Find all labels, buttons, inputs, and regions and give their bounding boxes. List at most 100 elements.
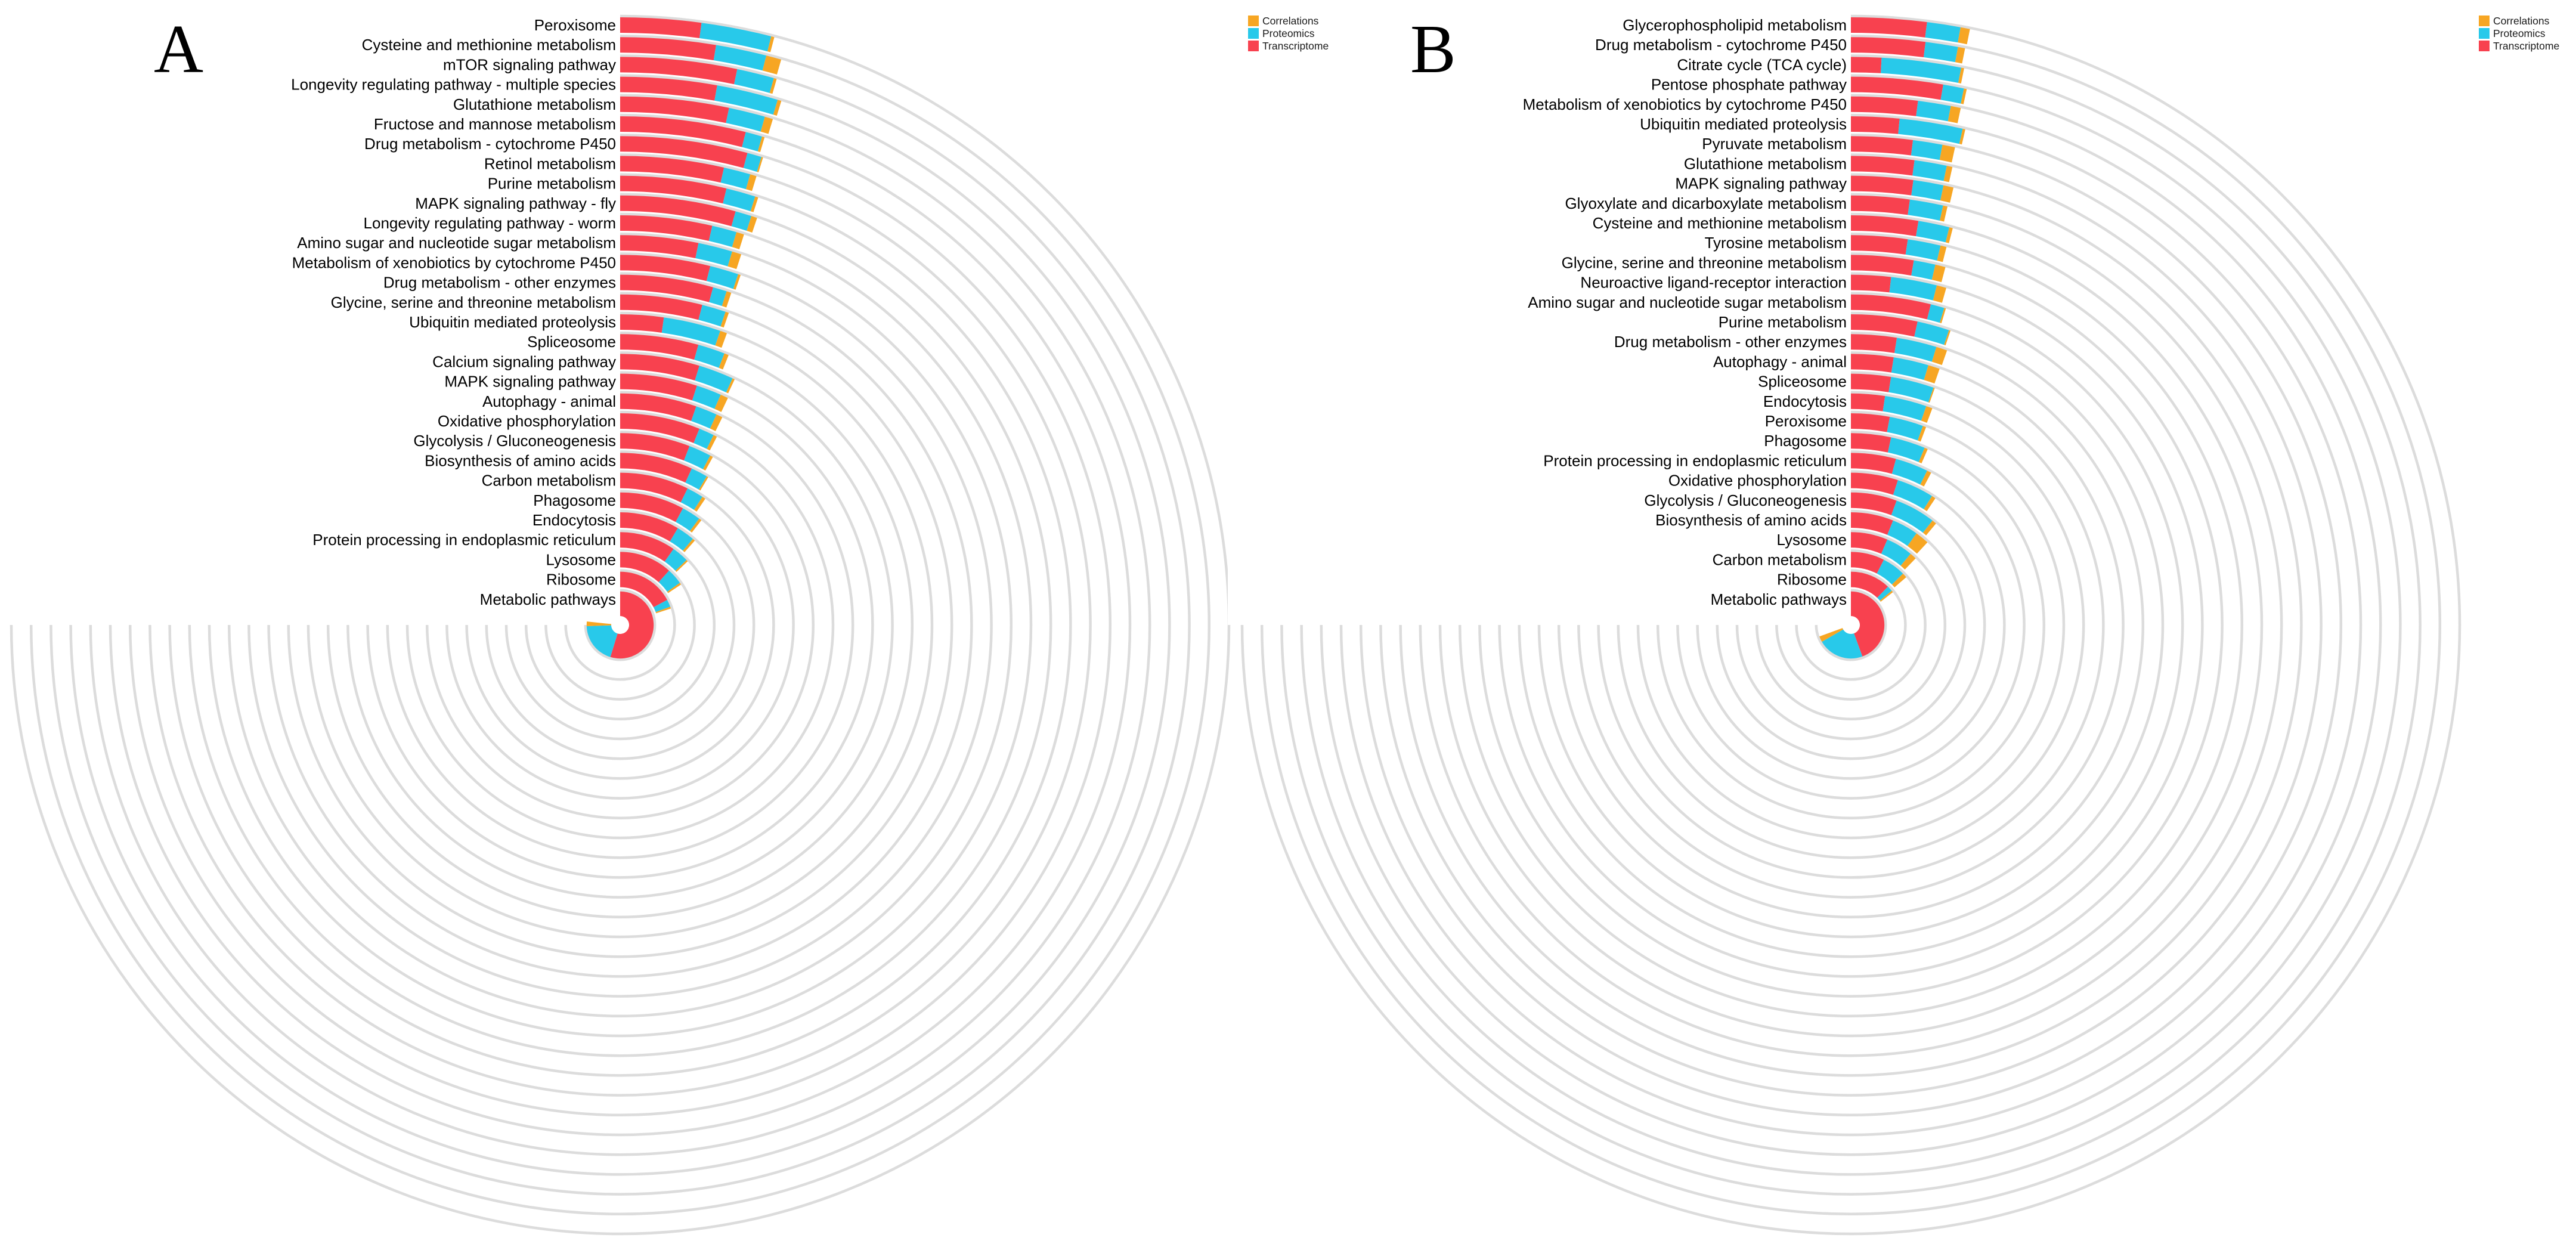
category-label: Drug metabolism - cytochrome P450 bbox=[1595, 36, 1847, 54]
category-label: Peroxisome bbox=[1765, 412, 1847, 430]
arc-correlations bbox=[710, 414, 723, 432]
legend-swatch-icon bbox=[1248, 16, 1259, 26]
arc-correlations bbox=[1924, 496, 1936, 512]
arc-correlations bbox=[1891, 573, 1906, 587]
legend-swatch-icon bbox=[2479, 28, 2490, 39]
arc-proteomics bbox=[1888, 377, 1934, 403]
arc-transcriptome bbox=[620, 76, 717, 101]
arc-proteomics bbox=[1940, 84, 1964, 104]
arc-correlations bbox=[1939, 144, 1955, 163]
arc-proteomics bbox=[1888, 437, 1925, 462]
arc-proteomics bbox=[676, 508, 699, 531]
arc-correlations bbox=[1945, 227, 1953, 243]
legend-label: Transcriptome bbox=[2493, 39, 2560, 52]
category-label: Protein processing in endoplasmic reticu… bbox=[1543, 451, 1847, 469]
arc-correlations bbox=[745, 174, 757, 191]
arc-transcriptome bbox=[1851, 512, 1893, 535]
category-label: Biosynthesis of amino acids bbox=[425, 451, 616, 469]
arc-correlations bbox=[699, 476, 708, 491]
arc-transcriptome bbox=[620, 492, 683, 522]
arc-transcriptome bbox=[620, 314, 664, 333]
arc-proteomics bbox=[1911, 180, 1944, 201]
legend-swatch-icon bbox=[2479, 16, 2490, 26]
arc-proteomics bbox=[743, 153, 761, 172]
arc-transcriptome bbox=[620, 255, 711, 281]
arc-correlations bbox=[767, 36, 775, 52]
arc-correlations bbox=[655, 606, 671, 614]
arc-proteomics bbox=[1927, 304, 1945, 323]
arc-correlations bbox=[1955, 47, 1965, 64]
arc-proteomics bbox=[1916, 100, 1951, 122]
arc-correlations bbox=[733, 274, 741, 290]
arc-correlations bbox=[1819, 628, 1844, 642]
arc-correlations bbox=[715, 330, 727, 348]
arc-proteomics bbox=[692, 385, 721, 409]
category-label: Longevity regulating pathway - multiple … bbox=[291, 76, 616, 94]
category-label: Glutathione metabolism bbox=[1684, 154, 1847, 172]
legend-item: Transcriptome bbox=[2479, 39, 2560, 52]
legend-swatch-icon bbox=[1248, 28, 1259, 39]
arc-transcriptome bbox=[620, 512, 678, 541]
category-label: Spliceosome bbox=[1758, 373, 1847, 391]
arc-proteomics bbox=[661, 317, 720, 346]
legend-item: Proteomics bbox=[2479, 27, 2559, 39]
arc-correlations bbox=[1948, 106, 1961, 123]
arc-transcriptome bbox=[1851, 472, 1898, 495]
arc-transcriptome bbox=[1851, 37, 1926, 57]
arc-proteomics bbox=[1894, 338, 1937, 362]
arc-proteomics bbox=[1877, 586, 1892, 601]
arc-correlations bbox=[760, 116, 773, 134]
arc-transcriptome bbox=[620, 552, 670, 583]
arc-transcriptome bbox=[1851, 354, 1894, 373]
arc-transcriptome bbox=[620, 294, 702, 320]
arc-transcriptome bbox=[1851, 76, 1943, 100]
arc-proteomics bbox=[1925, 22, 1961, 43]
arc-correlations bbox=[1880, 590, 1893, 602]
category-label: Phagosome bbox=[1764, 432, 1847, 450]
arc-proteomics bbox=[709, 287, 727, 307]
category-label: Purine metabolism bbox=[488, 175, 616, 193]
arc-proteomics bbox=[1912, 160, 1947, 181]
category-label: Oxidative phosphorylation bbox=[1668, 472, 1847, 490]
category-label: Metabolism of xenobiotics by cytochrome … bbox=[1523, 95, 1847, 113]
arc-transcriptome bbox=[620, 96, 729, 123]
category-label: Spliceosome bbox=[527, 333, 616, 351]
arc-correlations bbox=[720, 311, 729, 328]
arc-proteomics bbox=[1911, 140, 1943, 160]
arc-transcriptome bbox=[620, 274, 713, 302]
category-label: Carbon metabolism bbox=[1713, 550, 1847, 568]
arc-proteomics bbox=[1908, 199, 1943, 221]
arc-correlations bbox=[1922, 520, 1936, 536]
category-label: Endocytosis bbox=[532, 511, 616, 529]
arc-proteomics bbox=[1891, 459, 1927, 485]
category-label: Ubiquitin mediated proteolysis bbox=[1640, 115, 1847, 133]
legend-swatch-icon bbox=[2479, 41, 2490, 51]
category-label: Drug metabolism - other enzymes bbox=[383, 274, 616, 292]
arc-correlations bbox=[1931, 346, 1948, 366]
arc-transcriptome bbox=[620, 354, 699, 381]
arc-transcriptome bbox=[1851, 215, 1919, 237]
arc-correlations bbox=[1944, 330, 1951, 346]
arc-transcriptome bbox=[1851, 116, 1900, 134]
arc-transcriptome bbox=[620, 433, 690, 461]
arc-transcriptome bbox=[1851, 433, 1891, 453]
arc-proteomics bbox=[680, 488, 702, 510]
arc-proteomics bbox=[723, 188, 756, 212]
arc-correlations bbox=[1900, 553, 1916, 570]
arc-proteomics bbox=[708, 225, 737, 247]
arc-correlations bbox=[1943, 166, 1953, 182]
category-label: Drug metabolism - cytochrome P450 bbox=[364, 135, 616, 153]
arc-correlations bbox=[732, 232, 744, 249]
category-label: Neuroactive ligand-receptor interaction bbox=[1580, 274, 1847, 292]
arc-correlations bbox=[586, 621, 612, 626]
arc-proteomics bbox=[653, 600, 671, 612]
arc-proteomics bbox=[586, 625, 618, 657]
arc-proteomics bbox=[1916, 221, 1950, 243]
category-label: Ubiquitin mediated proteolysis bbox=[409, 313, 616, 331]
arc-transcriptome bbox=[620, 175, 727, 204]
category-label: Biosynthesis of amino acids bbox=[1655, 511, 1847, 529]
arc-correlations bbox=[727, 251, 742, 270]
arc-correlations bbox=[1917, 426, 1927, 442]
